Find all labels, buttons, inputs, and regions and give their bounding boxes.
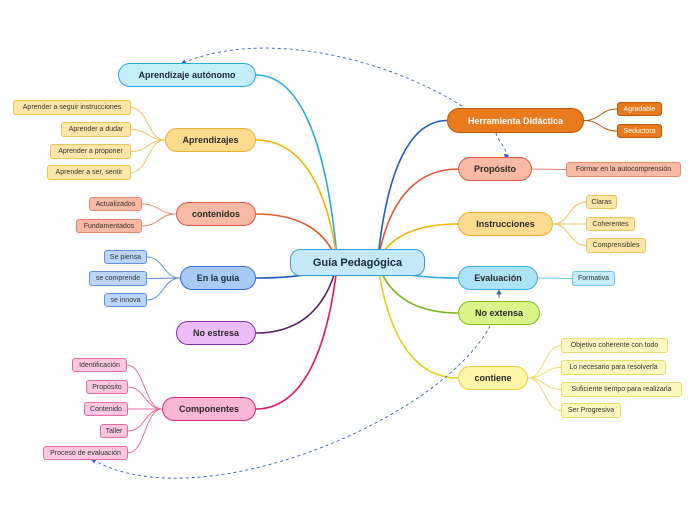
subconnector-componentes-4 (127, 408, 163, 454)
subconnector-enlaguia-0 (146, 256, 181, 279)
subconnector-contiene-2 (527, 377, 562, 390)
subtopic-contiene-1[interactable]: Lo necesario para resolverla (561, 360, 666, 375)
subtopic-enlaguia-1[interactable]: se comprende (89, 271, 147, 286)
subtopic-contenidos-0[interactable]: Actualizados (89, 197, 142, 211)
subtopic-componentes-0[interactable]: Identificación (72, 358, 127, 372)
subconnector-componentes-0 (126, 364, 163, 410)
subconnector-aprendizajes-0 (130, 107, 166, 141)
topic-instrucciones[interactable]: Instrucciones (458, 212, 553, 236)
topic-proposito[interactable]: Propósito (458, 157, 532, 181)
topic-contiene[interactable]: contiene (458, 366, 528, 390)
central-topic[interactable]: Guía Pedagógica (290, 249, 425, 276)
subconnector-contiene-1 (527, 367, 562, 379)
topic-herramienta[interactable]: Herramienta Didáctica (447, 108, 584, 133)
relation-arrow-1 (495, 132, 510, 160)
subconnector-aprendizajes-3 (130, 139, 166, 173)
subconnector-contiene-3 (527, 377, 562, 411)
subtopic-evaluacion-0[interactable]: Formativa (572, 271, 615, 286)
subtopic-herramienta-0[interactable]: Agradable (617, 102, 662, 116)
subtopic-contiene-2[interactable]: Suficiente tiempo para realizarla (561, 382, 682, 397)
subtopic-enlaguia-0[interactable]: Se piensa (104, 250, 147, 264)
subconnector-herramienta-1 (583, 120, 618, 132)
topic-noestresa[interactable]: No estresa (176, 321, 256, 345)
subtopic-herramienta-1[interactable]: Seductora (617, 124, 662, 138)
topic-contenidos[interactable]: contenidos (176, 202, 256, 226)
subtopic-componentes-3[interactable]: Taller (100, 424, 128, 438)
connector-noestresa (255, 262, 339, 334)
subtopic-aprendizajes-3[interactable]: Aprender a ser, sentir (47, 165, 131, 180)
subconnector-contiene-0 (527, 345, 562, 379)
topic-componentes[interactable]: Componentes (162, 397, 256, 421)
subtopic-aprendizajes-1[interactable]: Aprender a dudar (61, 122, 131, 137)
subtopic-proposito-0[interactable]: Formar en la autocomprensión (566, 162, 681, 177)
subconnector-enlaguia-2 (146, 277, 181, 301)
subconnector-instrucciones-0 (552, 201, 587, 225)
connector-contiene (376, 262, 459, 379)
connector-proposito (376, 168, 459, 263)
subtopic-componentes-4[interactable]: Proceso de evaluación (43, 446, 128, 460)
subtopic-aprendizajes-0[interactable]: Aprender a seguir instrucciones (13, 100, 131, 115)
subtopic-contenidos-1[interactable]: Fundamentados (76, 219, 142, 233)
relation-arrow-0 (180, 47, 463, 107)
connector-herramienta (376, 119, 448, 263)
subtopic-enlaguia-2[interactable]: se innova (104, 293, 147, 307)
subtopic-componentes-1[interactable]: Propósito (86, 380, 128, 394)
subconnector-contenidos-1 (141, 213, 177, 227)
subtopic-componentes-2[interactable]: Contenido (84, 402, 128, 416)
topic-aprendizajes[interactable]: Aprendizajes (165, 128, 256, 152)
subtopic-contiene-3[interactable]: Ser Progresiva (561, 403, 621, 418)
subconnector-contenidos-0 (141, 203, 177, 215)
subconnector-aprendizajes-2 (130, 139, 166, 152)
subtopic-contiene-0[interactable]: Objetivo coherente con todo (561, 338, 668, 353)
topic-noextensa[interactable]: No extensa (458, 301, 540, 325)
subconnector-componentes-3 (127, 408, 163, 432)
subconnector-herramienta-0 (583, 108, 618, 121)
subconnector-aprendizajes-1 (130, 129, 166, 141)
subconnector-instrucciones-2 (552, 223, 587, 246)
subconnector-evaluacion-0 (537, 277, 573, 279)
topic-enlaguia[interactable]: En la guía (180, 266, 256, 290)
subtopic-instrucciones-1[interactable]: Coherentes (586, 217, 635, 231)
subtopic-instrucciones-0[interactable]: Claras (586, 195, 617, 209)
topic-evaluacion[interactable]: Evaluación (458, 266, 538, 290)
topic-autonomo[interactable]: Aprendizaje autónomo (118, 63, 256, 87)
subtopic-instrucciones-2[interactable]: Comprensibles (586, 238, 646, 253)
connector-componentes (255, 262, 339, 410)
relation-arrow-2 (90, 325, 491, 479)
connector-autonomo (255, 74, 339, 263)
subconnector-proposito-0 (531, 168, 567, 170)
subtopic-aprendizajes-2[interactable]: Aprender a proponer (50, 144, 131, 159)
subconnector-componentes-1 (127, 386, 163, 410)
connector-aprendizajes (255, 139, 339, 263)
